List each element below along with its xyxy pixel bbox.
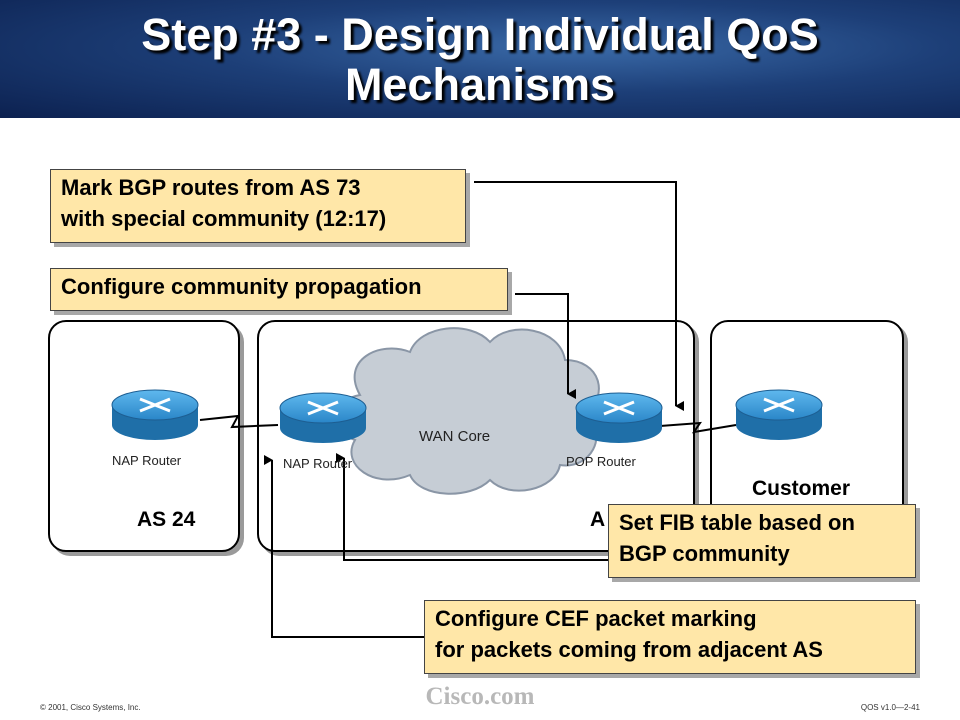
set-fib-callout: Set FIB table based on BGP community <box>608 504 916 578</box>
mark-bgp-line-2: with special community (12:17) <box>61 206 387 231</box>
cef-arrow <box>264 455 424 638</box>
footer-code: QOS v1.0—2-41 <box>860 703 920 712</box>
slide-title: Step #3 - Design Individual QoS Mechanis… <box>0 10 960 110</box>
configure-cef-line-1: Configure CEF packet marking <box>435 606 757 631</box>
set-fib-line-2: BGP community <box>619 541 790 566</box>
pop-router-icon <box>575 392 663 443</box>
nap-router-left-icon <box>111 389 199 440</box>
customer-router-icon <box>735 389 823 440</box>
slide-title-line-2: Mechanisms <box>344 59 616 110</box>
slide-title-line-1: Step #3 - Design Individual QoS <box>141 9 819 60</box>
pop-router-label: POP Router <box>566 454 636 469</box>
nap-router-left-label: NAP Router <box>112 453 182 468</box>
configure-cef-callout: Configure CEF packet marking for packets… <box>424 600 916 674</box>
as24-box <box>48 320 240 552</box>
propagation-arrow <box>515 293 576 399</box>
nap-router-center-icon <box>279 392 367 443</box>
configure-propagation-line-1: Configure community propagation <box>61 274 422 299</box>
as24-label: AS 24 <box>137 508 196 531</box>
footer-copyright: © 2001, Cisco Systems, Inc. <box>40 703 141 712</box>
set-fib-line-1: Set FIB table based on <box>619 510 855 535</box>
title-banner <box>0 0 960 118</box>
customer-label: Customer <box>752 477 851 500</box>
fib-arrow <box>336 453 608 561</box>
nap-router-center-label: NAP Router <box>283 456 353 471</box>
footer-brand: Cisco.com <box>425 683 535 710</box>
center-as-label: A <box>590 508 606 531</box>
mark-bgp-arrow <box>474 181 684 411</box>
configure-propagation-callout: Configure community propagation <box>50 268 508 311</box>
configure-cef-line-2: for packets coming from adjacent AS <box>435 637 823 662</box>
wan-core-cloud <box>334 327 600 495</box>
mark-bgp-callout: Mark BGP routes from AS 73 with special … <box>50 169 466 243</box>
wan-core-label: WAN Core <box>419 428 491 445</box>
mark-bgp-line-1: Mark BGP routes from AS 73 <box>61 175 361 200</box>
